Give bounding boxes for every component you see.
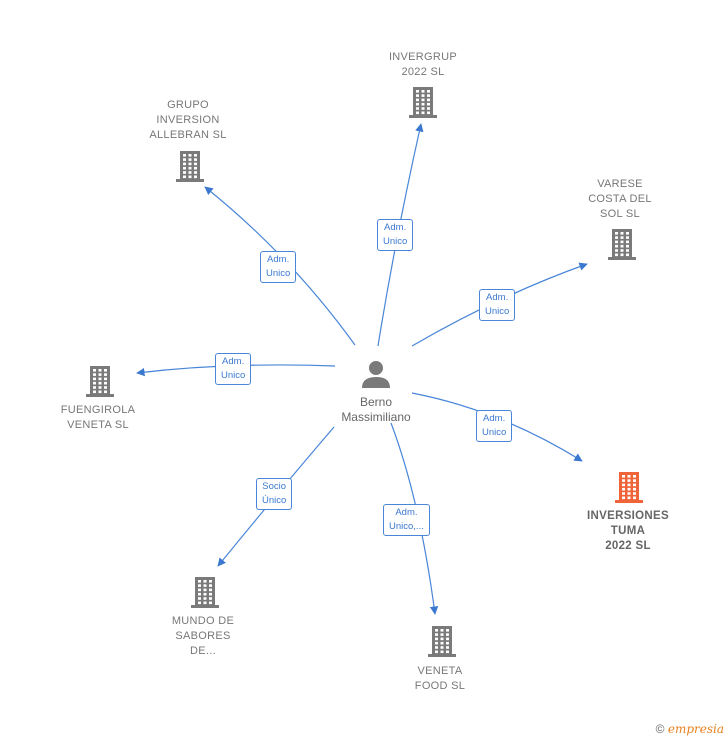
relation-label-fuengirola[interactable]: Adm. Unico [215,353,252,385]
company-name-invergrup[interactable]: INVERGRUP 2022 SL [388,51,458,78]
person-name[interactable]: Berno Massimiliano [341,395,411,424]
building-icon-fuengirola[interactable] [86,366,114,397]
relation-label-mundo-sabores[interactable]: Socio Único [256,478,293,510]
relation-label-varese[interactable]: Adm. Unico [479,289,516,321]
relation-label-grupo-inversion[interactable]: Adm. Unico [260,251,297,283]
company-name-mundo-sabores[interactable]: MUNDO DE SABORES DE... [171,615,235,657]
company-name-grupo-inversion[interactable]: GRUPO INVERSION ALLEBRAN SL [149,99,227,141]
copyright-icon: © [655,722,665,736]
person-icon[interactable] [362,361,390,388]
building-icon-varese[interactable] [608,229,636,260]
company-name-inversiones-tuma[interactable]: INVERSIONES TUMA 2022 SL [587,510,669,552]
building-icon-mundo-sabores[interactable] [191,577,219,608]
brand-logo[interactable]: empresia [667,722,724,736]
relation-label-invergrup[interactable]: Adm. Unico [377,219,414,251]
relation-label-veneta-food[interactable]: Adm. Unico,... [383,504,430,536]
company-name-varese[interactable]: VARESE COSTA DEL SOL SL [588,178,652,220]
building-icon-inversiones-tuma[interactable] [615,472,643,503]
company-name-fuengirola[interactable]: FUENGIROLA VENETA SL [60,404,136,431]
building-icon-grupo-inversion[interactable] [176,151,204,182]
company-name-veneta-food[interactable]: VENETA FOOD SL [414,665,466,692]
footer: © empresia [656,722,724,736]
building-icon-veneta-food[interactable] [428,626,456,657]
building-icon-invergrup[interactable] [409,87,437,118]
relation-label-inversiones-tuma[interactable]: Adm. Unico [476,410,513,442]
